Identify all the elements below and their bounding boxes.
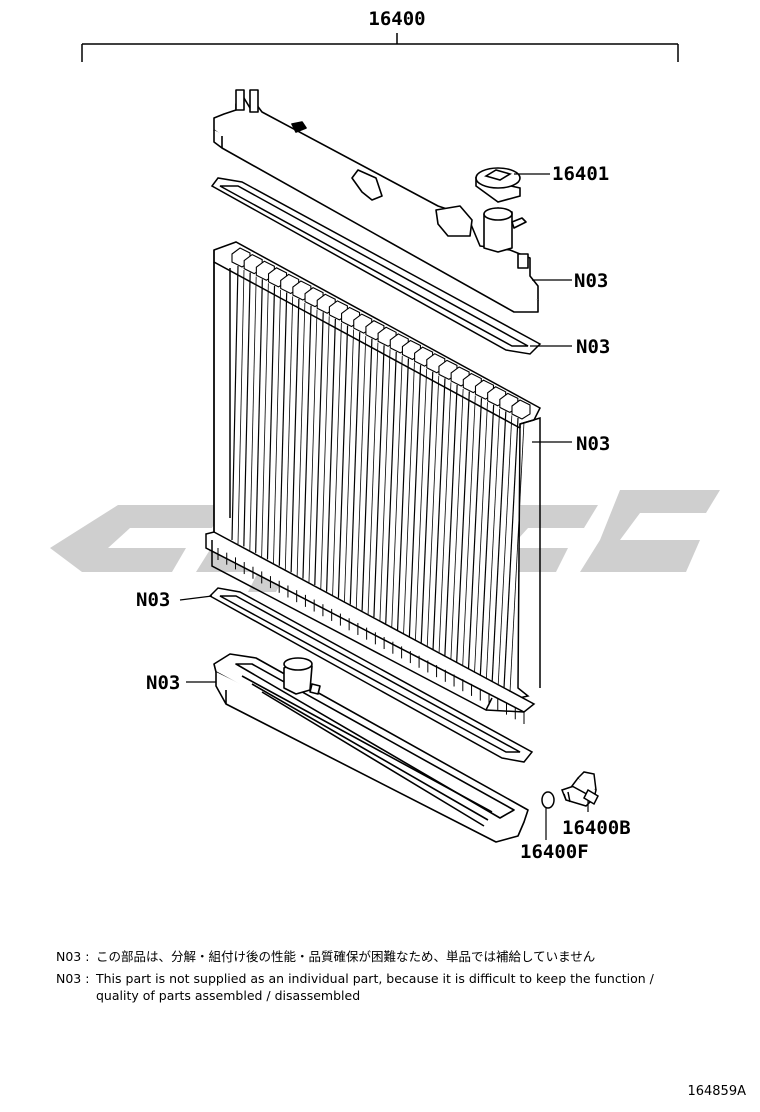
core-fins-bottom xyxy=(217,548,525,724)
drain-oring-number-label: 16400F xyxy=(520,841,589,863)
footnote-text: This part is not supplied as an individu… xyxy=(96,970,654,1004)
core-n03-label: N03 xyxy=(576,433,610,455)
footnotes: N03 : この部品は、分解・組付け後の性能・品質確保が困難なため、単品では補給… xyxy=(56,948,736,1005)
radiator-cap xyxy=(475,167,521,203)
upper-gasket-n03-label: N03 xyxy=(576,336,610,358)
footnote-english: N03 : This part is not supplied as an in… xyxy=(56,970,736,1005)
footnote-code: N03 : xyxy=(56,970,90,986)
core-tubes xyxy=(231,265,525,693)
assembly-number-label: 16400 xyxy=(368,8,425,30)
lower-gasket xyxy=(208,587,534,763)
lower-tank xyxy=(213,653,529,843)
cap-number-label: 16401 xyxy=(552,163,609,185)
radiator-core xyxy=(205,241,541,713)
footnote-japanese: N03 : この部品は、分解・組付け後の性能・品質確保が困難なため、単品では補給… xyxy=(56,948,736,966)
upper-gasket xyxy=(210,177,542,355)
upper-tank-n03-label: N03 xyxy=(574,270,608,292)
core-fins-top xyxy=(231,247,531,420)
lower-gasket-n03-label: N03 xyxy=(136,589,170,611)
footnote-text: この部品は、分解・組付け後の性能・品質確保が困難なため、単品では補給していません xyxy=(96,949,596,964)
drain-cock xyxy=(561,771,599,807)
footnote-code: N03 : xyxy=(56,949,90,964)
lower-tank-n03-label: N03 xyxy=(146,672,180,694)
drawing-id: 164859A xyxy=(687,1084,746,1099)
upper-tank xyxy=(213,89,539,313)
drain-oring xyxy=(541,791,555,809)
leader-lines xyxy=(179,173,589,840)
drain-cock-number-label: 16400B xyxy=(562,817,631,839)
assembly-bracket xyxy=(81,33,679,62)
